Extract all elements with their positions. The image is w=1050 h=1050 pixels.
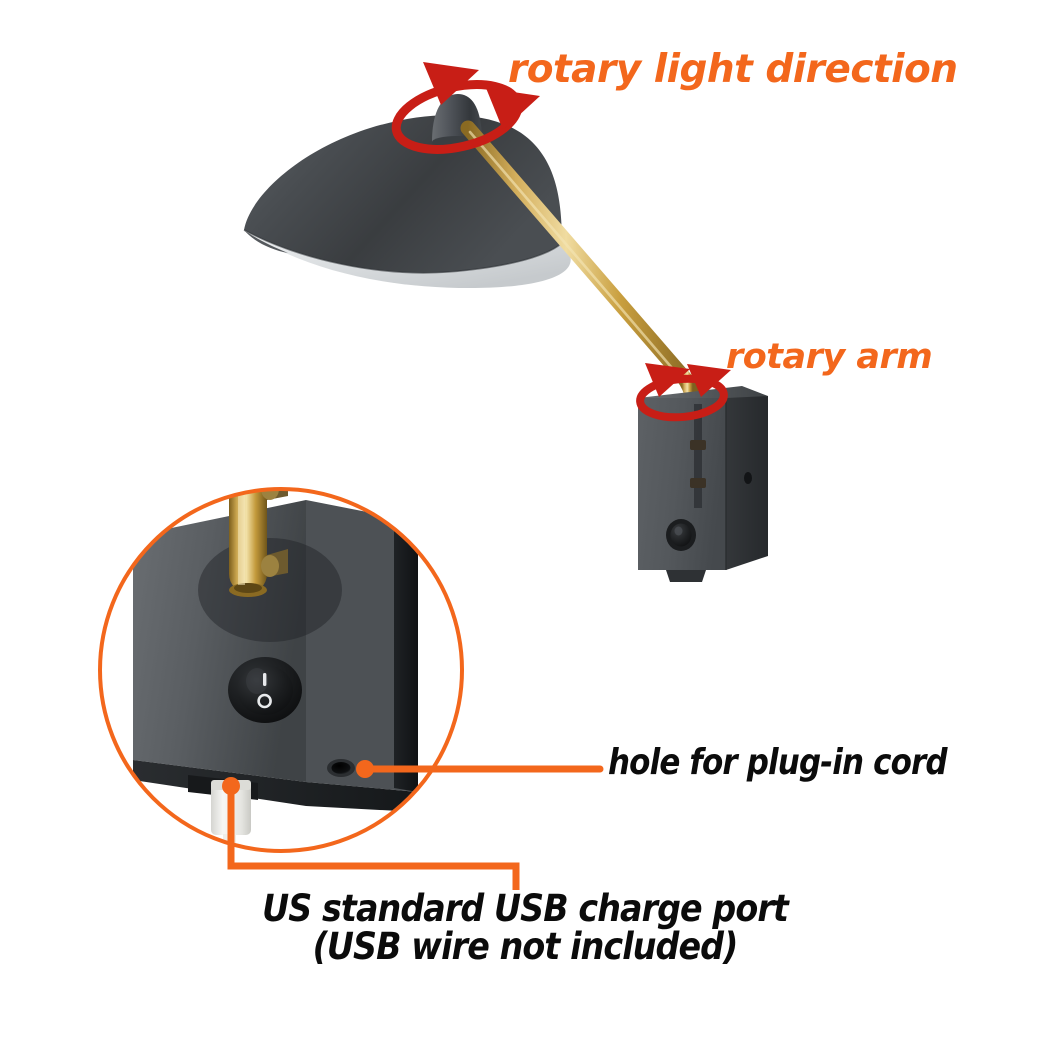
inset-brass-rod [229, 489, 267, 597]
switch-off-mark [257, 693, 272, 709]
rotation-marker-arm [636, 363, 731, 422]
label-us-standard-usb-charge-port: US standard USB charge port (USB wire no… [53, 890, 998, 965]
inset-rocker-switch[interactable] [228, 657, 302, 723]
rocker-switch[interactable] [666, 519, 696, 551]
label-rotary-light-direction: rotary light direction [508, 47, 958, 92]
inset-circle-outline [98, 487, 464, 853]
inset-cord-hole [327, 759, 355, 777]
switch-on-mark [263, 673, 267, 686]
leader-hole-for-plug-in-cord [356, 760, 604, 778]
label-rotary-arm: rotary arm [726, 337, 933, 377]
inset-contents [100, 489, 462, 851]
label-hole-for-plug-in-cord: hole for plug-in cord [608, 742, 948, 783]
usb-label-line-1: US standard USB charge port [262, 887, 789, 930]
leader-usb-charge-port [222, 777, 520, 890]
rotation-marker-light-direction [391, 62, 540, 154]
wall-mount-box [638, 386, 768, 582]
usb-label-line-2: (USB wire not included) [312, 924, 739, 968]
